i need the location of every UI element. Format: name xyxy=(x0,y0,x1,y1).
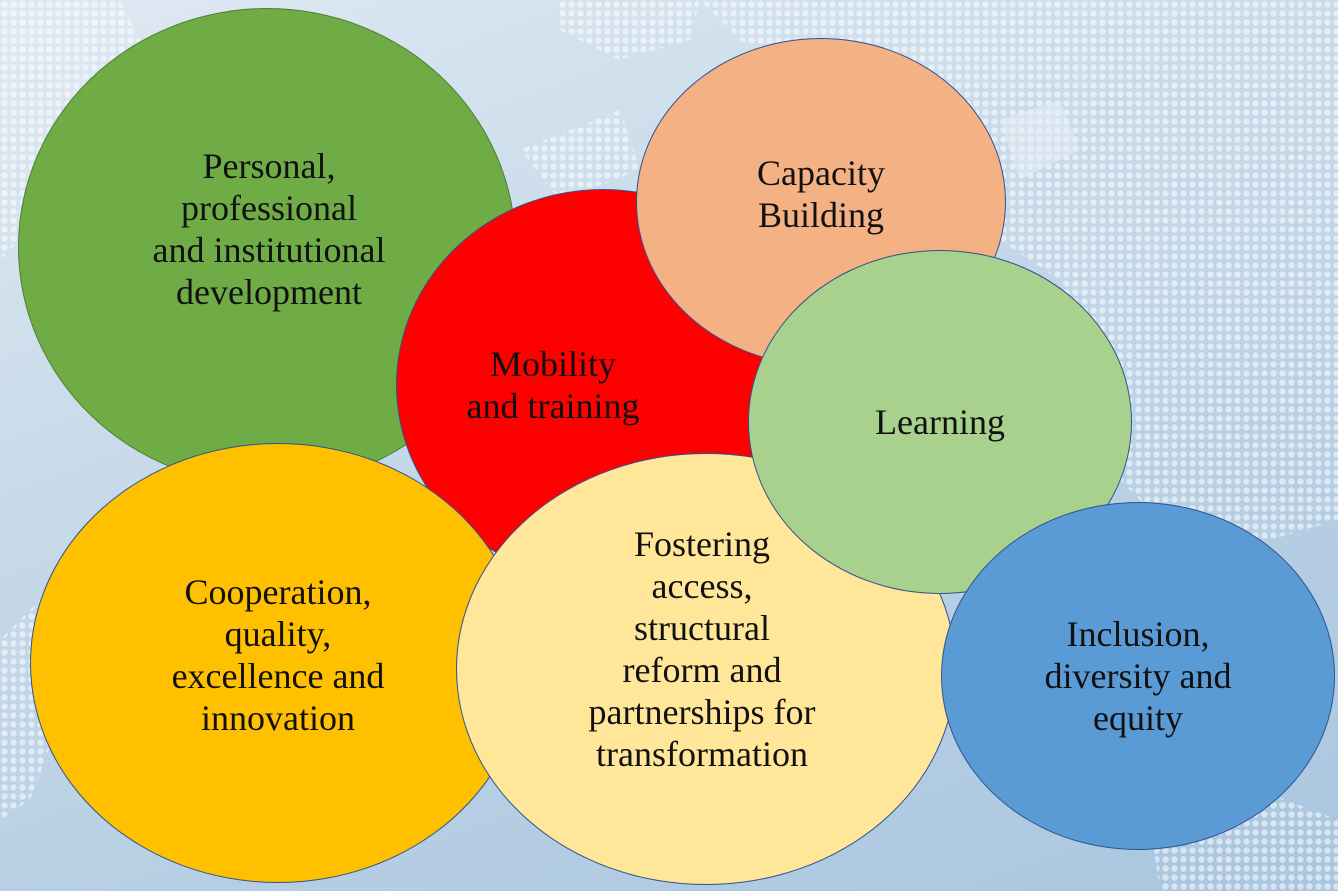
circle-inclusion-diversity: Inclusion, diversity and equity xyxy=(941,502,1335,850)
circle-label-inclusion: Inclusion, diversity and equity xyxy=(1044,614,1232,738)
circle-label-cooperation: Cooperation, quality, excellence and inn… xyxy=(171,572,385,738)
circle-label-learning: Learning xyxy=(875,402,1005,442)
circle-label-fostering: Fostering access, structural reform and … xyxy=(588,524,816,774)
circle-label-capacity: Capacity Building xyxy=(757,153,885,235)
circle-cooperation-quality: Cooperation, quality, excellence and inn… xyxy=(30,443,526,883)
circle-personal-development: Personal, professional and institutional… xyxy=(18,8,516,486)
circle-label-mobility: Mobility and training xyxy=(466,344,640,426)
circle-learning: Learning xyxy=(748,250,1132,594)
circle-label-personal: Personal, professional and institutional… xyxy=(152,146,386,312)
